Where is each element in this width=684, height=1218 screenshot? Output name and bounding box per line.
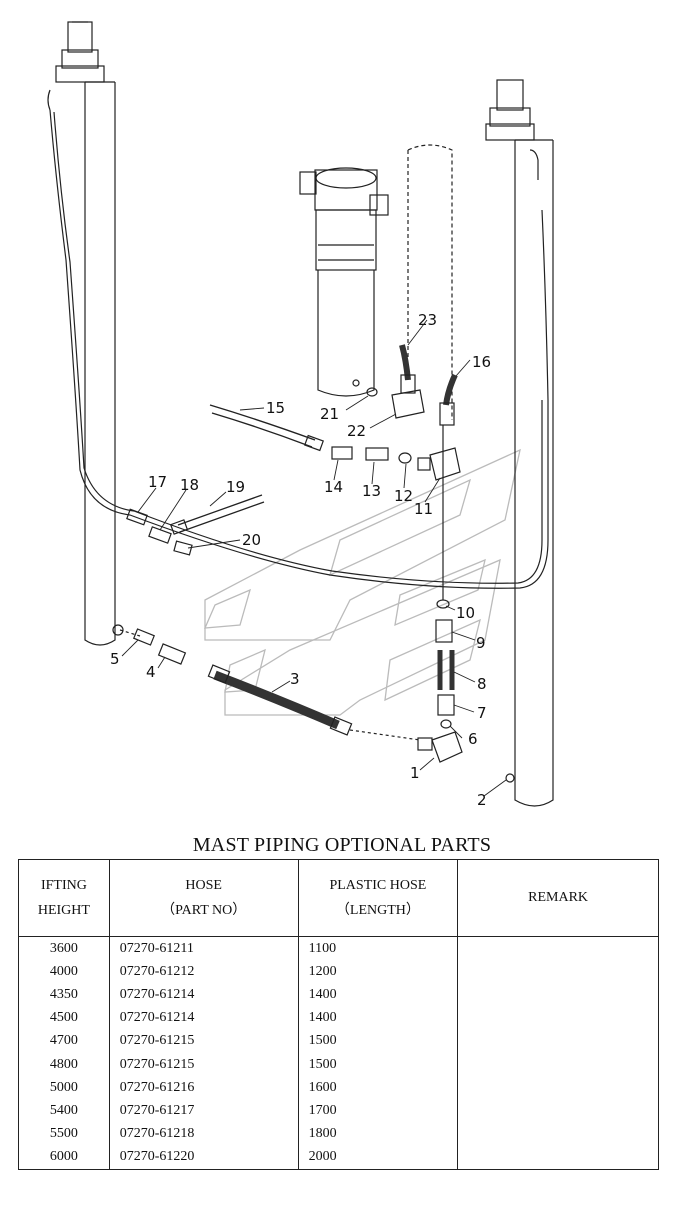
- cell-plastic: 1400: [297, 983, 459, 1007]
- callout-14: 14: [324, 478, 343, 496]
- cell-height: 3600: [18, 936, 110, 961]
- callout-19: 19: [226, 478, 245, 496]
- cell-height: 5500: [18, 1122, 110, 1146]
- hose-15: [209, 404, 316, 448]
- callout-18: 18: [180, 476, 199, 494]
- cell-hose: 07270-61217: [108, 1099, 299, 1123]
- callout-20: 20: [242, 531, 261, 549]
- callout-6: 6: [468, 730, 478, 748]
- callout-11: 11: [414, 500, 433, 518]
- cell-plastic: 1100: [297, 936, 459, 961]
- callout-12: 12: [394, 487, 413, 505]
- callout-8: 8: [477, 675, 487, 693]
- header-plastic-hose: PLASTIC HOSE （LENGTH）: [297, 859, 459, 937]
- cell-remark: [457, 1145, 659, 1170]
- cell-remark: [457, 936, 659, 961]
- callout-21: 21: [320, 405, 339, 423]
- cell-hose: 07270-61214: [108, 1006, 299, 1030]
- cell-plastic: 1800: [297, 1122, 459, 1146]
- callout-22: 22: [347, 422, 366, 440]
- callout-5: 5: [110, 650, 120, 668]
- header-lifting-line1: IFTING: [40, 878, 87, 893]
- cell-height: 4350: [18, 983, 110, 1007]
- mast-piping-diagram: 23 16 15 21 22 14 13 12 11 17 18 19 20 1…: [47, 21, 554, 809]
- lift-cylinder: [299, 167, 389, 397]
- cell-plastic: 1600: [297, 1076, 459, 1100]
- header-plastic-line1: PLASTIC HOSE: [329, 878, 427, 893]
- callout-10: 10: [456, 604, 475, 622]
- long-hose-left: [49, 109, 549, 589]
- table-header-row: IFTING HEIGHT HOSE （PART NO） PLASTIC HOS…: [18, 859, 659, 937]
- cell-plastic: 1400: [297, 1006, 459, 1030]
- table-title: MAST PIPING OPTIONAL PARTS: [192, 834, 492, 856]
- callout-9: 9: [476, 634, 486, 652]
- callout-7: 7: [477, 704, 487, 722]
- cell-hose: 07270-61215: [108, 1052, 299, 1077]
- header-lifting-height: IFTING HEIGHT: [18, 859, 110, 937]
- cell-plastic: 2000: [297, 1145, 459, 1170]
- cell-remark: [457, 1099, 659, 1123]
- callout-16: 16: [472, 353, 491, 371]
- cell-remark: [457, 1076, 659, 1100]
- hose-3: [213, 670, 340, 730]
- parts-table: IFTING HEIGHT HOSE （PART NO） PLASTIC HOS…: [18, 859, 659, 1170]
- cell-height: 5000: [18, 1076, 110, 1100]
- cell-height: 4500: [18, 1006, 110, 1030]
- header-hose: HOSE （PART NO）: [108, 859, 299, 937]
- cell-remark: [457, 960, 659, 984]
- header-hose-line1: HOSE: [185, 878, 222, 893]
- cell-height: 4000: [18, 960, 110, 984]
- header-hose-line2: （PART NO）: [161, 903, 247, 918]
- cell-hose: 07270-61214: [108, 983, 299, 1007]
- callout-1: 1: [410, 764, 420, 782]
- cell-height: 4800: [18, 1052, 110, 1077]
- cell-hose: 07270-61211: [108, 936, 299, 961]
- cell-height: 4700: [18, 1029, 110, 1053]
- cell-remark: [457, 983, 659, 1007]
- left-mast-cylinder: [47, 21, 124, 646]
- cell-plastic: 1700: [297, 1099, 459, 1123]
- callout-23: 23: [418, 311, 437, 329]
- cell-hose: 07270-61218: [108, 1122, 299, 1146]
- right-mast-cylinder: [485, 79, 554, 807]
- cell-plastic: 1200: [297, 960, 459, 984]
- cell-remark: [457, 1029, 659, 1053]
- cell-remark: [457, 1122, 659, 1146]
- callout-15: 15: [266, 399, 285, 417]
- callout-17: 17: [148, 473, 167, 491]
- callout-3: 3: [290, 670, 300, 688]
- cell-hose: 07270-61220: [108, 1145, 299, 1170]
- hose-23: [399, 344, 411, 381]
- cell-plastic: 1500: [297, 1052, 459, 1077]
- center-cylinder-outline: [407, 144, 453, 420]
- cell-remark: [457, 1052, 659, 1077]
- leader-lines: [121, 319, 507, 797]
- cell-hose: 07270-61215: [108, 1029, 299, 1053]
- header-lifting-line2: HEIGHT: [37, 903, 90, 918]
- cell-plastic: 1500: [297, 1029, 459, 1053]
- cell-hose: 07270-61212: [108, 960, 299, 984]
- callout-13: 13: [362, 482, 381, 500]
- callout-4: 4: [146, 663, 156, 681]
- cell-height: 5400: [18, 1099, 110, 1123]
- cell-height: 6000: [18, 1145, 110, 1170]
- header-remark: REMARK: [457, 859, 659, 937]
- header-remark-label: REMARK: [528, 890, 589, 905]
- header-plastic-line2: （LENGTH）: [335, 903, 420, 918]
- long-hose-left-inner: [53, 111, 543, 584]
- callout-2: 2: [477, 791, 487, 809]
- cell-hose: 07270-61216: [108, 1076, 299, 1100]
- cell-remark: [457, 1006, 659, 1030]
- hose-16: [443, 373, 458, 406]
